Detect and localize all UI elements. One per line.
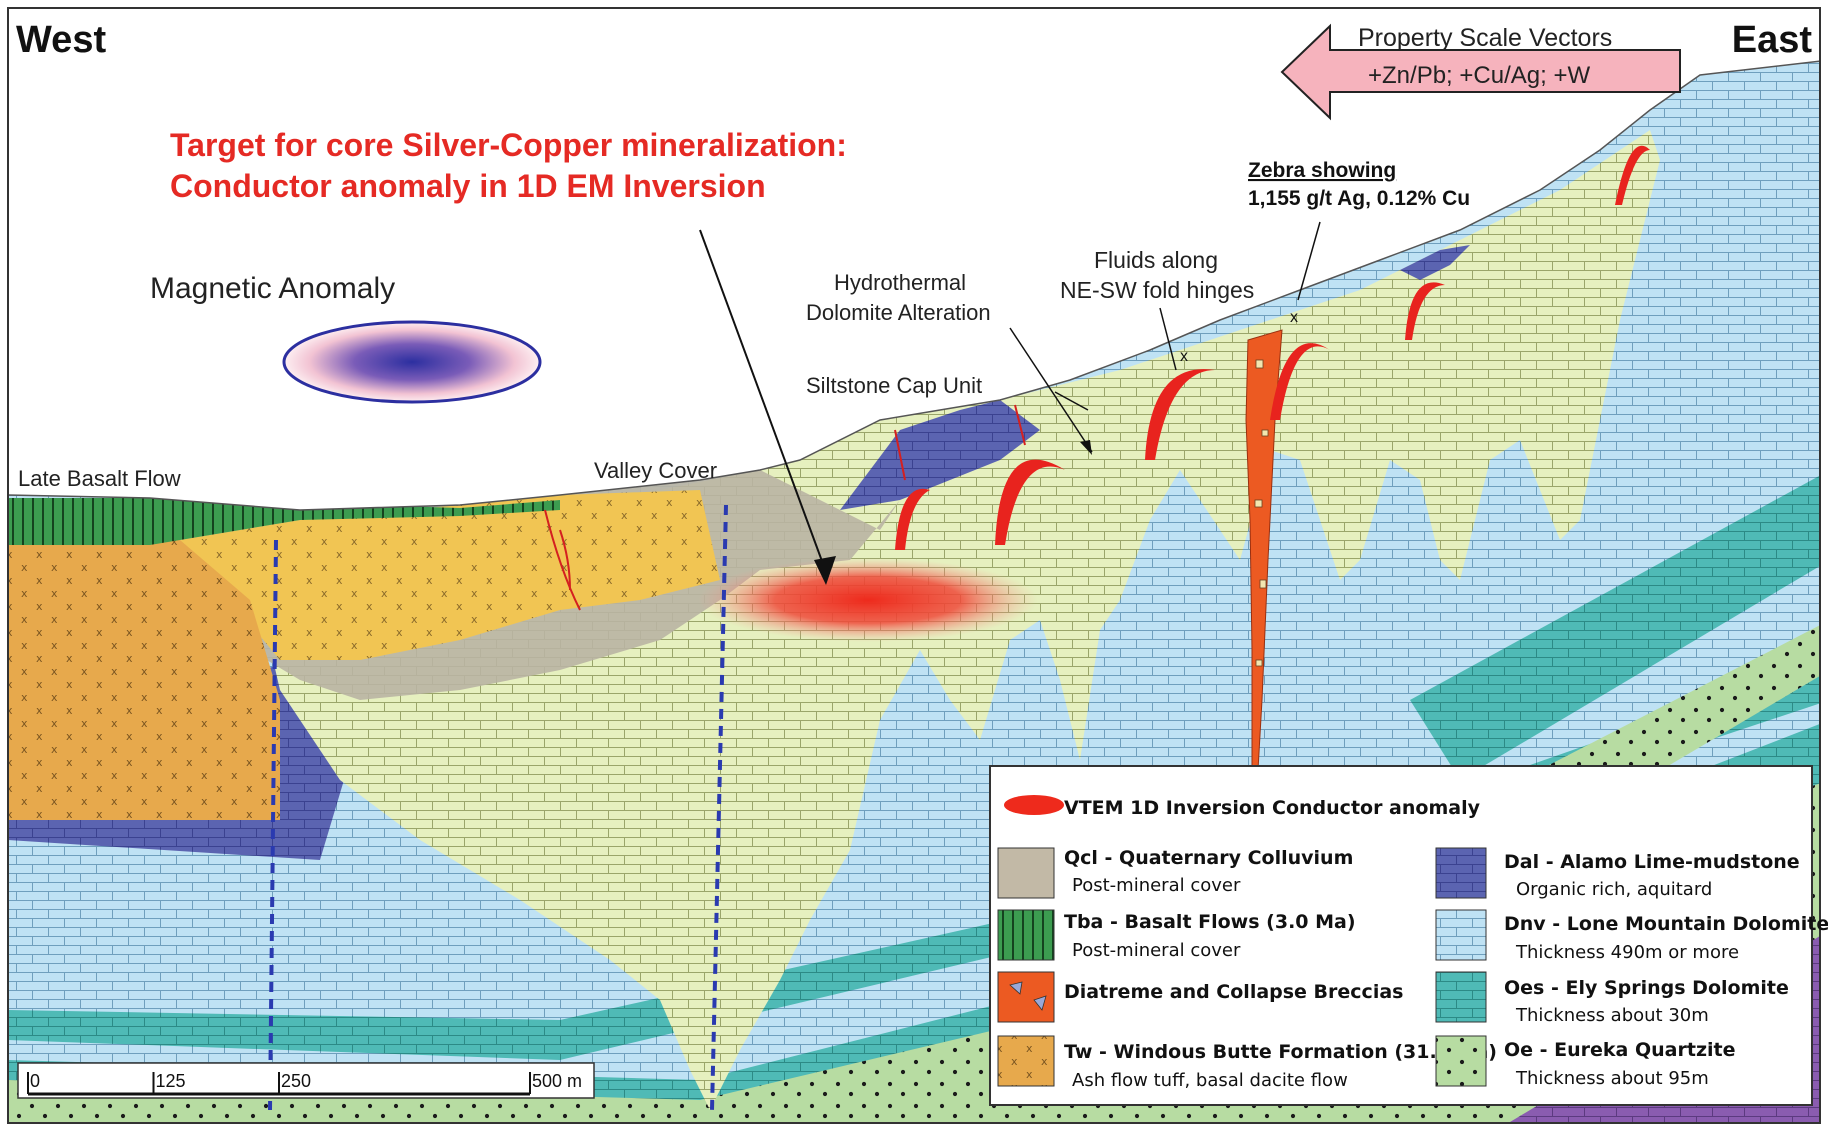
- tw-tuff-west-layer: [8, 540, 280, 820]
- legend-swatch-qcl: [997, 847, 1055, 899]
- legend-oes-desc: Thickness about 30m: [1515, 1005, 1709, 1026]
- legend-breccia-clasts: [1009, 981, 1047, 1011]
- vector-values: +Zn/Pb; +Cu/Ag; +W: [1368, 62, 1590, 89]
- west-label: West: [16, 19, 106, 61]
- scale-bar-box: [17, 1062, 595, 1099]
- vector-title: Property Scale Vectors: [1358, 24, 1612, 52]
- scale-ticks: 0 125 250 500 m: [27, 1071, 582, 1094]
- scale-bar: 0 125 250 500 m: [17, 1062, 595, 1099]
- target-line-2: Conductor anomaly in 1D EM Inversion: [170, 168, 766, 204]
- legend-swatch-tba: [997, 909, 1055, 961]
- legend-qcl-name: Qcl - Quaternary Colluvium: [1064, 847, 1353, 869]
- fluids-x-mark: x: [1180, 348, 1188, 365]
- east-label: East: [1732, 19, 1813, 61]
- legend-swatch-oes: [1435, 971, 1487, 1023]
- target-arrowhead: [814, 556, 836, 585]
- legend-qcl-desc: Post-mineral cover: [1072, 875, 1241, 896]
- tw-tuff-east-layer: [180, 490, 720, 660]
- legend-tba-name: Tba - Basalt Flows (3.0 Ma): [1064, 911, 1356, 933]
- legend-conductor-label: VTEM 1D Inversion Conductor anomaly: [1064, 797, 1481, 819]
- figure-frame: [7, 7, 1821, 1124]
- legend-swatch-dnv: [1435, 909, 1487, 961]
- conductor-anomaly: [698, 558, 1038, 642]
- scale-tick-label: 500 m: [532, 1071, 582, 1091]
- zebra-title: Zebra showing: [1248, 159, 1396, 182]
- zebra-pointer: [1297, 221, 1321, 301]
- dnv-wedge: [8, 703, 1820, 1080]
- hydrothermal-arrowhead: [1080, 440, 1092, 455]
- legend-dal-name: Dal - Alamo Lime-mudstone: [1504, 851, 1800, 873]
- magnetic-anomaly-label: Magnetic Anomaly: [150, 272, 395, 305]
- fluids-pointer: [1159, 307, 1177, 371]
- hydrothermal-label-1: Hydrothermal: [834, 270, 966, 295]
- legend-dnv-desc: Thickness 490m or more: [1515, 942, 1739, 963]
- faults: [544, 404, 1026, 611]
- dal-cap-1: [840, 400, 1040, 510]
- legend-dnv-name: Dnv - Lone Mountain Dolomite: [1504, 913, 1828, 935]
- topography-line: [8, 60, 1820, 511]
- legend: VTEM 1D Inversion Conductor anomaly Qcl …: [989, 765, 1828, 1106]
- legend-oes-name: Oes - Ely Springs Dolomite: [1504, 977, 1789, 999]
- breccia-clasts: [1254, 359, 1269, 667]
- fluids-label-1: Fluids along: [1094, 247, 1218, 273]
- dal-cap-2: [1400, 245, 1470, 280]
- legend-swatch-oe: [1435, 1035, 1487, 1087]
- hydrothermal-pointer: [1009, 327, 1093, 453]
- legend-breccia-name: Diatreme and Collapse Breccias: [1064, 981, 1403, 1003]
- legend-tba-desc: Post-mineral cover: [1072, 940, 1241, 961]
- oes-upper-band: [1410, 475, 1820, 780]
- target-pointer: [699, 229, 827, 573]
- legend-conductor-swatch: [1004, 795, 1064, 815]
- zebra-assay: 1,155 g/t Ag, 0.12% Cu: [1248, 187, 1470, 210]
- magnetic-anomaly-ellipse: [282, 320, 542, 404]
- target-line-1: Target for core Silver-Copper mineraliza…: [170, 127, 847, 163]
- legend-dal-desc: Organic rich, aquitard: [1516, 879, 1712, 900]
- siltstone-pointer: [1054, 391, 1089, 411]
- legend-swatch-dal: [1435, 847, 1487, 899]
- legend-oe-desc: Thickness about 95m: [1515, 1068, 1709, 1089]
- vector-arrow: [1280, 23, 1681, 121]
- scale-tick-label: 0: [30, 1071, 40, 1091]
- late-basalt-flow-label: Late Basalt Flow: [18, 466, 181, 491]
- geology-layers: [8, 8, 1820, 1123]
- zebra-x-mark: x: [1290, 309, 1298, 326]
- tba-basalt-layer: [8, 498, 560, 545]
- hydrothermal-label-2: Dolomite Alteration: [806, 300, 991, 325]
- valley-cover-label: Valley Cover: [594, 458, 717, 483]
- scale-tick-label: 125: [156, 1071, 186, 1091]
- legend-box: [989, 765, 1813, 1106]
- fold-hinge-mineralization: [895, 145, 1650, 550]
- legend-tw-name: Tw - Windous Butte Formation (31.1 Ma): [1064, 1041, 1497, 1063]
- scale-tick-label: 250: [281, 1071, 311, 1091]
- legend-swatch-tw: [997, 1035, 1055, 1087]
- fluids-label-2: NE-SW fold hinges: [1060, 277, 1254, 303]
- siltstone-cap-label: Siltstone Cap Unit: [806, 373, 982, 398]
- legend-oe-name: Oe - Eureka Quartzite: [1504, 1039, 1735, 1061]
- legend-tw-desc: Ash flow tuff, basal dacite flow: [1072, 1070, 1348, 1091]
